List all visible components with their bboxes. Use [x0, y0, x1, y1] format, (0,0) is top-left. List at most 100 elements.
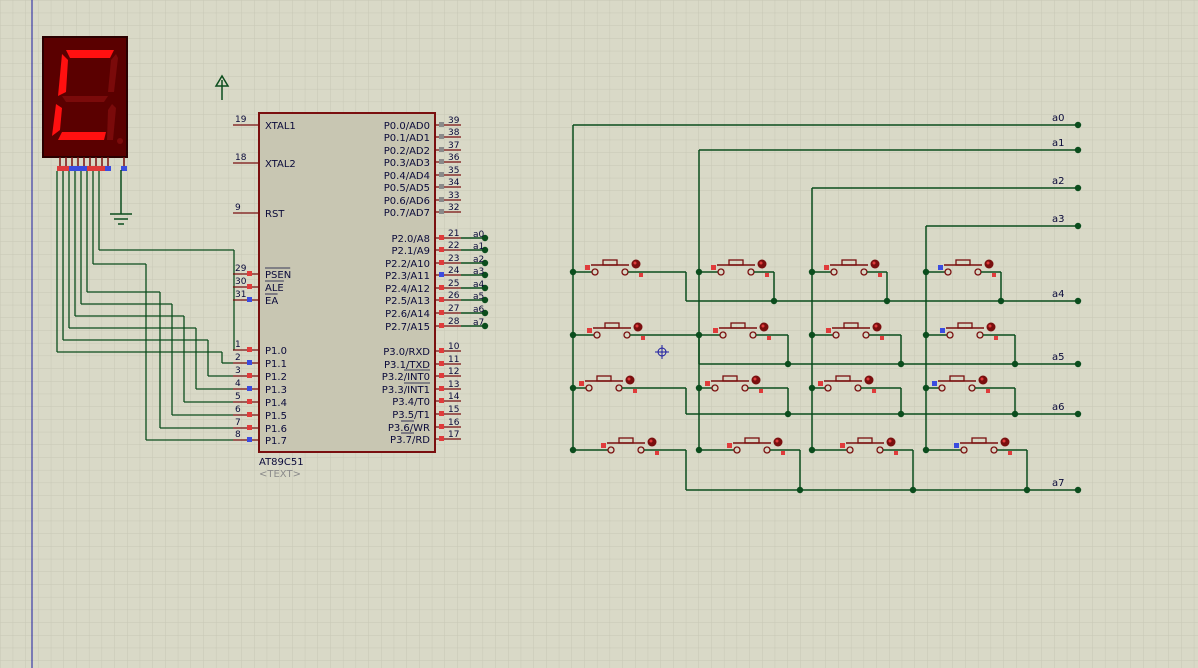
chip-pin-label: P0.2/AD2 [384, 146, 430, 157]
pin-state-indicator [439, 184, 444, 189]
net-label: a4 [473, 280, 485, 290]
chip-pin-label: P3.3/INT1 [382, 385, 430, 396]
display-pins [57, 157, 127, 171]
pin-state-indicator [994, 336, 998, 340]
seg-a [66, 50, 114, 58]
keypad-button[interactable] [808, 322, 902, 365]
pin-state-indicator [247, 425, 252, 430]
pin-state-indicator [247, 373, 252, 378]
pin-state-indicator [247, 271, 252, 276]
switch-indicator-highlight [649, 439, 653, 443]
seg-c [107, 104, 116, 140]
chip-pin-label: RST [265, 209, 285, 220]
pin-state-indicator [767, 336, 771, 340]
p2-stub-terminal [481, 296, 489, 304]
keypad-button[interactable] [922, 437, 1028, 491]
pin-state-indicator [826, 328, 831, 333]
switch-indicator-highlight [988, 324, 992, 328]
bus-terminal [1074, 486, 1082, 494]
keypad-button[interactable] [569, 375, 687, 415]
chip-pin-number: 32 [448, 203, 459, 213]
keypad-button[interactable] [695, 322, 789, 365]
chip-pin-label: P1.7 [265, 436, 287, 447]
switch-cap [949, 375, 965, 382]
bus-terminal [1074, 121, 1082, 129]
p2-stub-terminal [481, 284, 489, 292]
seven-segment-display[interactable] [42, 36, 128, 171]
pin-state-indicator [872, 389, 876, 393]
keypad-button[interactable] [922, 322, 1016, 365]
junction-dot [922, 268, 930, 276]
keypad-button[interactable] [695, 259, 775, 302]
keypad-button[interactable] [695, 375, 789, 415]
pin-state-indicator [439, 260, 444, 265]
switch-contact [711, 384, 719, 392]
chip-pin-label: P2.0/A8 [391, 234, 430, 245]
junction-dot [695, 268, 703, 276]
switch-indicator-highlight [627, 377, 631, 381]
keypad-button[interactable] [569, 259, 687, 302]
switch-cap [604, 322, 620, 329]
pin-state-indicator [439, 323, 444, 328]
keypad-button[interactable] [922, 259, 1002, 302]
p2-stub-terminal [481, 271, 489, 279]
keypad-button[interactable] [808, 375, 902, 415]
pin-state-indicator [247, 412, 252, 417]
switch-indicator-highlight [986, 261, 990, 265]
net-label: a7 [473, 318, 484, 328]
net-label: a0 [473, 230, 485, 240]
keypad-button[interactable] [922, 375, 1016, 415]
bus-terminal [1074, 360, 1082, 368]
chip-pin-label: P1.4 [265, 398, 287, 409]
chip-pin-number: 3 [235, 366, 241, 376]
pin-state-indicator [880, 336, 884, 340]
chip-pin-number: 12 [448, 367, 459, 377]
chip-pin-number: 39 [448, 116, 460, 126]
bus-terminal [1074, 222, 1082, 230]
chip-pin-number: 13 [448, 380, 459, 390]
chip-pin-label: P1.6 [265, 424, 287, 435]
chip-pin-number: 36 [448, 153, 460, 163]
junction-dot [695, 446, 703, 454]
chip-pin-number: 37 [448, 141, 459, 151]
switch-contact [717, 268, 725, 276]
chip-pin-number: 16 [448, 418, 460, 428]
switch-indicator-highlight [980, 377, 984, 381]
chip-pin-label: P1.2 [265, 372, 287, 383]
chip-pin-number: 8 [235, 430, 241, 440]
chip-pin-label: P3.4/T0 [392, 397, 430, 408]
switch-indicator-highlight [759, 261, 763, 265]
switch-contact [593, 331, 601, 339]
switch-contact [846, 446, 854, 454]
pin-state-indicator [579, 381, 584, 386]
keypad-button[interactable] [695, 437, 801, 491]
switch-indicator-highlight [866, 377, 870, 381]
switch-cap [841, 259, 857, 266]
keypad-button[interactable] [569, 437, 687, 491]
switch-indicator-highlight [874, 324, 878, 328]
junction-dot [695, 331, 703, 339]
display-pin-state [105, 166, 111, 171]
keypad-button[interactable] [808, 259, 888, 302]
net-label: a6 [1052, 402, 1065, 413]
chip-pin-number: 28 [448, 317, 460, 327]
bus-terminal [1074, 297, 1082, 305]
junction-dot [808, 268, 816, 276]
pin-state-indicator [439, 122, 444, 127]
switch-cap [957, 322, 973, 329]
keypad-button[interactable] [808, 437, 914, 491]
pin-state-indicator [439, 297, 444, 302]
display-pin-state [63, 166, 69, 171]
chip-pin-number: 18 [235, 153, 247, 163]
chip-pin-label: P3.0/RXD [383, 347, 430, 358]
chip-pin-number: 35 [448, 166, 459, 176]
net-label: a3 [1052, 214, 1065, 225]
keypad-button[interactable] [569, 322, 700, 365]
chip-body [258, 112, 436, 453]
chip-pin-number: 31 [235, 290, 246, 300]
chip-pin-label: ALE [265, 283, 284, 294]
chip-pin-label: P2.7/A15 [385, 322, 430, 333]
microcontroller-chip[interactable]: 19XTAL118XTAL29RST29PSEN30ALE31EA1P1.02P… [233, 112, 461, 480]
